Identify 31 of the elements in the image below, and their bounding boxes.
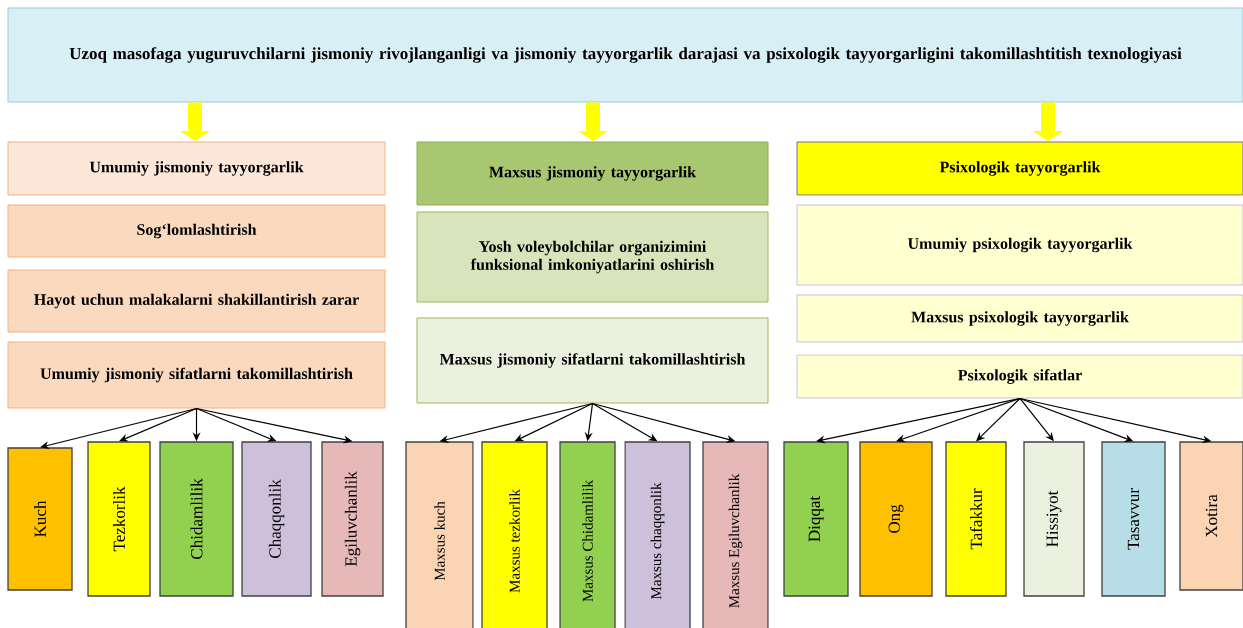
quality-box: Kuch <box>7 447 73 591</box>
process-box: Umumiy jismoniy sifatlarni takomillashtirish <box>7 341 386 409</box>
quality-box: Xotira <box>1179 441 1243 591</box>
process-box: Maxsus psixologik tayyorgarlik <box>796 294 1243 343</box>
quality-box: Diqqat <box>783 441 849 597</box>
arrow <box>896 397 1021 443</box>
quality-box: Chidamlilik <box>159 441 234 597</box>
arrow <box>119 407 198 442</box>
quality-box: Chaqqonlik <box>241 441 312 597</box>
quality-box: Maxsus Chidamlilik <box>559 441 616 628</box>
quality-box: Ong <box>859 441 933 597</box>
quality-box: Hissiyot <box>1023 441 1085 597</box>
process-box: Sog‘lomlashtirish <box>7 204 386 258</box>
quality-box: Tafakkur <box>945 441 1007 597</box>
title-box: Uzoq masofaga yuguruvchilarni jismoniy rivojlanganligi va jismoniy tayyorgarlik darajasi va psixologik tayyorgarligini takomillashtitish texnologiyasi <box>7 7 1243 103</box>
quality-box: Maxsus kuch <box>405 441 474 628</box>
arrow <box>40 407 198 450</box>
quality-box: Egiluvchanlik <box>321 441 384 597</box>
arrow <box>816 397 1021 444</box>
process-box: Maxsus jismoniy sifatlarni takomillashtirish <box>416 317 769 404</box>
quality-box: Tasavvur <box>1101 441 1166 597</box>
quality-box: Maxsus chaqqonlik <box>624 441 691 628</box>
process-box: Yosh voleybolchilar organizimini funksional imkoniyatlarini oshirish <box>416 211 769 303</box>
process-box: Hayot uchun malakalarni shakillantirish zarar <box>7 269 386 333</box>
process-box: Umumiy psixologik tayyorgarlik <box>796 204 1243 286</box>
process-box: Psixologik sifatlar <box>796 354 1243 399</box>
quality-box: Maxsus Egiluvchanlik <box>702 441 769 628</box>
category-box: Maxsus jismoniy tayyorgarlik <box>416 141 769 206</box>
quality-box: Maxsus tezkorlik <box>481 441 548 628</box>
category-box: Umumiy jismoniy tayyorgarlik <box>7 141 386 196</box>
quality-box: Tezkorlik <box>87 441 151 597</box>
